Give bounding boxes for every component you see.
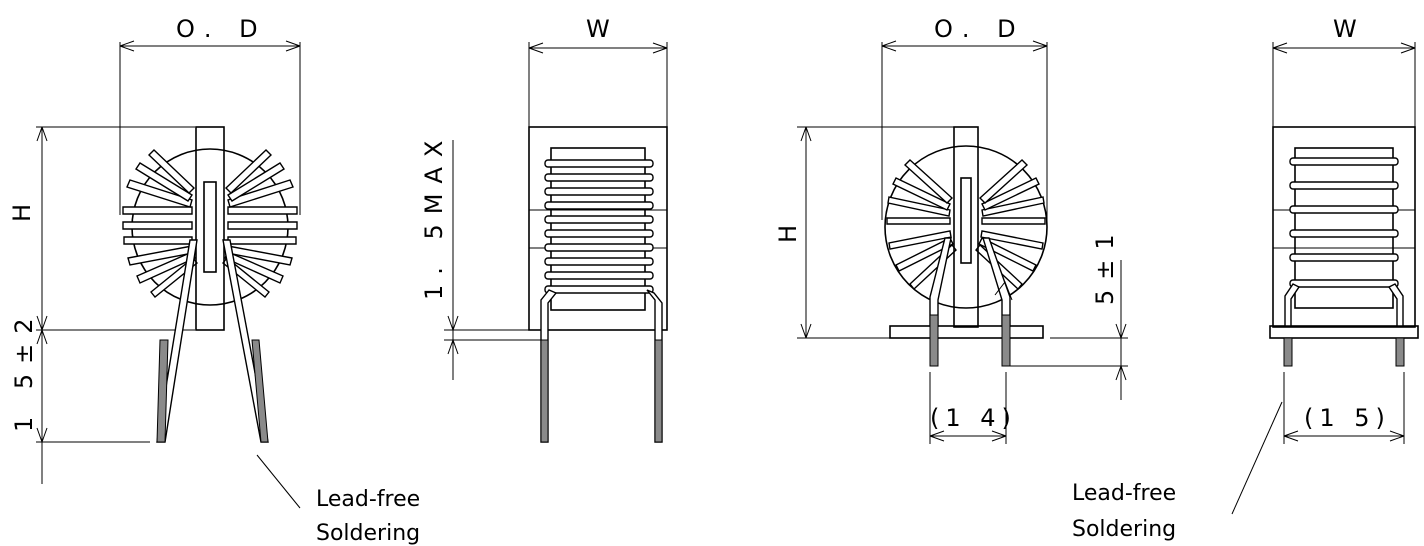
width-label-2: W [1333, 15, 1367, 43]
note-line1: Lead-free [316, 487, 420, 512]
pitch-label: (1 4) [930, 404, 1017, 432]
height-label-2: H [774, 215, 802, 243]
note-line2: Soldering [316, 521, 420, 546]
lead-length-label: 1 5±2 [10, 308, 38, 432]
lead-length-label-2: 5±1 [1091, 224, 1119, 305]
height-label: H [8, 194, 36, 222]
view-toroid-front-lead: O. D H 1 5±2 [8, 15, 420, 546]
view-toroid-front-base: O. D H [774, 15, 1128, 444]
side-windings [544, 159, 654, 294]
width-label: W [586, 15, 620, 43]
windings [122, 149, 298, 298]
windings-2 [886, 159, 1046, 291]
od-label: O. D [176, 15, 268, 43]
view-toroid-side-base: W (1 5) Lead-free Soldering [1072, 15, 1419, 542]
note-line2-2: Soldering [1072, 517, 1176, 542]
standoff-label: 1. 5MAX [420, 131, 448, 300]
note-line1-2: Lead-free [1072, 481, 1176, 506]
od-label-2: O. D [934, 15, 1026, 43]
pitch-label-2: (1 5) [1304, 404, 1391, 432]
view-toroid-side-lead: W 1. 5MAX [420, 15, 668, 443]
side-windings-2 [1289, 157, 1399, 288]
